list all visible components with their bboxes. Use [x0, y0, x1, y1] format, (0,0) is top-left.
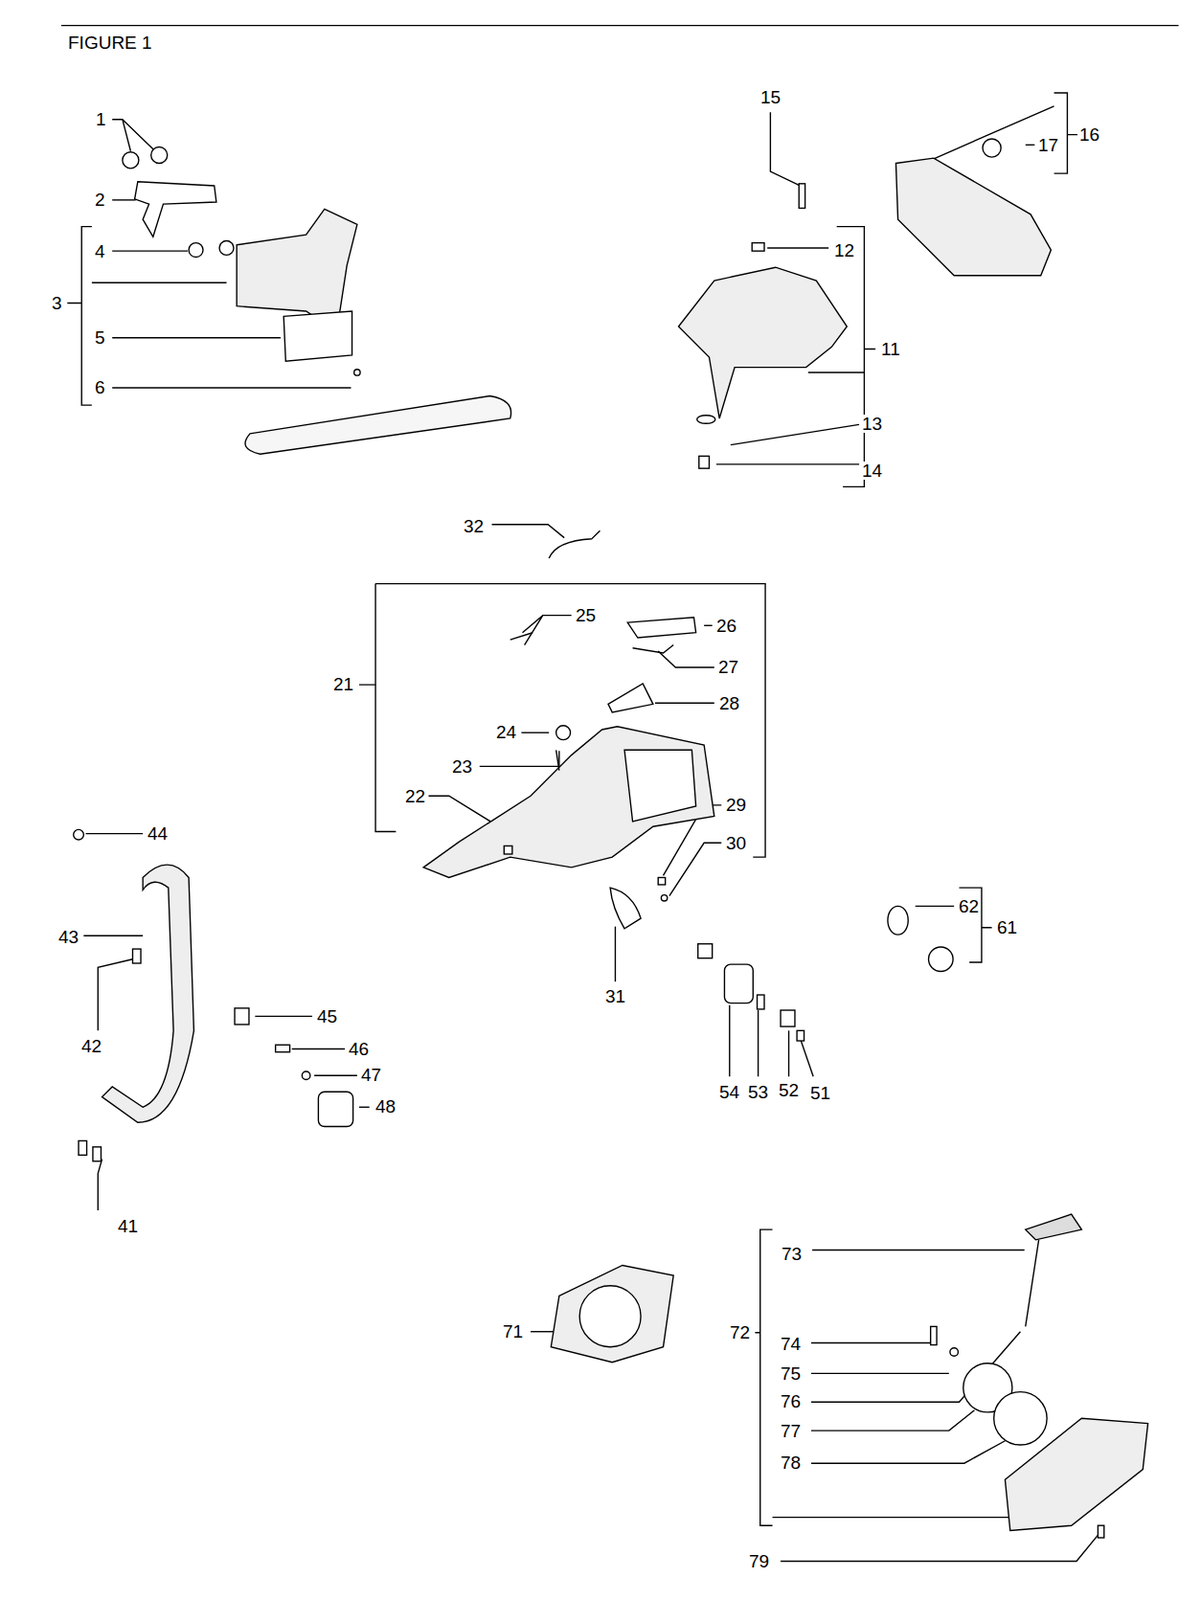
callout-number: 24 — [495, 723, 518, 742]
callout-number: 62 — [957, 897, 980, 916]
callout-number: 54 — [718, 1083, 741, 1102]
callout-number: 42 — [80, 1037, 103, 1056]
callout-number: 51 — [809, 1084, 832, 1103]
callout-number: 13 — [861, 414, 884, 433]
callout-number: 17 — [1037, 135, 1060, 155]
callout-number: 45 — [316, 1007, 339, 1026]
callout-number: 32 — [462, 517, 485, 536]
callout-number: 44 — [146, 824, 169, 843]
callout-number: 31 — [604, 987, 627, 1006]
callout-number: 43 — [57, 928, 80, 947]
callout-number: 28 — [718, 694, 741, 713]
callout-number: 15 — [759, 88, 782, 107]
callout-number: 14 — [861, 461, 884, 480]
callout-number: 75 — [779, 1364, 802, 1383]
callout-number: 52 — [777, 1081, 800, 1100]
callout-number: 23 — [451, 757, 474, 776]
callout-number: 30 — [725, 834, 748, 853]
callout-number: 6 — [93, 378, 107, 397]
callout-number: 21 — [332, 675, 355, 694]
callout-number: 25 — [574, 606, 597, 625]
callout-number: 53 — [747, 1083, 770, 1102]
callout-number: 72 — [728, 1323, 751, 1342]
callout-number: 22 — [404, 787, 427, 806]
callout-number: 73 — [780, 1245, 803, 1264]
callout-number: 11 — [880, 339, 902, 359]
callout-number: 3 — [50, 294, 64, 313]
callout-number: 16 — [1078, 125, 1101, 144]
callout-number: 26 — [715, 616, 738, 635]
callout-number: 77 — [779, 1422, 802, 1441]
callout-number: 27 — [717, 657, 740, 677]
figure-title: FIGURE 1 — [67, 33, 153, 52]
callout-number: 78 — [779, 1453, 802, 1473]
callout-number: 1 — [94, 110, 108, 129]
callout-number: 41 — [116, 1217, 139, 1236]
callout-number: 12 — [833, 241, 856, 260]
callout-number: 48 — [374, 1097, 397, 1116]
callout-number: 5 — [93, 328, 107, 347]
callout-number: 46 — [347, 1040, 370, 1059]
callout-number: 29 — [725, 795, 748, 815]
callout-number: 2 — [93, 190, 107, 209]
callout-number: 71 — [501, 1322, 524, 1341]
callout-number: 79 — [747, 1552, 771, 1571]
callout-number: 74 — [779, 1335, 802, 1354]
callout-number: 4 — [93, 242, 107, 261]
callout-number: 61 — [996, 918, 1019, 937]
callout-number: 47 — [360, 1065, 383, 1085]
callout-number: 76 — [779, 1392, 802, 1411]
